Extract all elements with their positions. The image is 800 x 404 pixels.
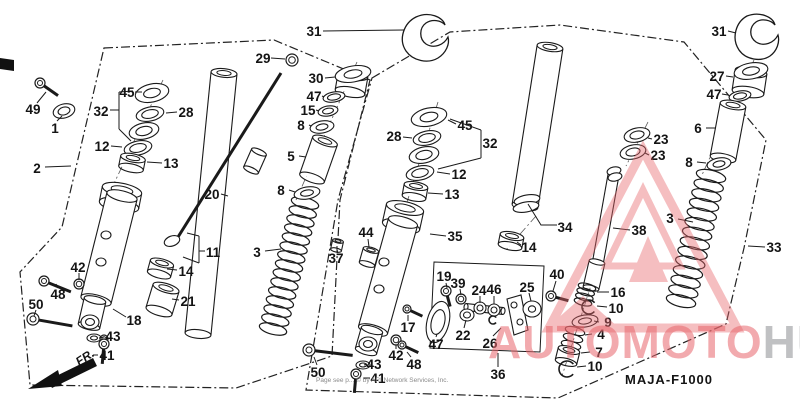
part-label-36: 36 xyxy=(490,367,506,382)
part-label-12: 12 xyxy=(451,167,466,182)
watermark-text: AUTOMOTOHUB xyxy=(488,316,800,368)
part-label-32: 32 xyxy=(93,104,108,119)
part-label-4: 4 xyxy=(597,327,605,342)
watermark-triangle-logo xyxy=(541,140,745,333)
part-label-8: 8 xyxy=(297,118,305,133)
part-label-14: 14 xyxy=(521,240,537,255)
fr-direction-arrow xyxy=(28,357,97,389)
part-label-20: 20 xyxy=(204,187,219,202)
part-label-1: 1 xyxy=(51,121,59,136)
part-label-5: 5 xyxy=(287,149,295,164)
part-label-13: 13 xyxy=(444,187,460,202)
part-label-18: 18 xyxy=(126,313,142,328)
part-label-3: 3 xyxy=(253,245,261,260)
part-label-48: 48 xyxy=(50,287,66,302)
part-label-26: 26 xyxy=(482,336,498,351)
part-label-8: 8 xyxy=(277,183,285,198)
part-label-44: 44 xyxy=(358,225,374,240)
part-label-45: 45 xyxy=(119,85,135,100)
part-label-45: 45 xyxy=(457,118,473,133)
part-number-labels: 4912324528121320111421342485043411831293… xyxy=(25,24,782,386)
part-label-46: 46 xyxy=(486,282,502,297)
part-label-17: 17 xyxy=(400,320,415,335)
part-label-31: 31 xyxy=(711,24,727,39)
part-label-42: 42 xyxy=(388,348,403,363)
part-label-9: 9 xyxy=(604,315,612,330)
part-label-47: 47 xyxy=(706,87,721,102)
part-label-6: 6 xyxy=(694,121,702,136)
part-label-39: 39 xyxy=(450,276,465,291)
watermark: AUTOMOTOHUB xyxy=(488,140,800,368)
fork-parts xyxy=(26,13,780,394)
part-label-10: 10 xyxy=(608,301,623,316)
part-label-50: 50 xyxy=(310,365,325,380)
part-label-40: 40 xyxy=(549,267,564,282)
part-label-38: 38 xyxy=(631,223,647,238)
part-label-43: 43 xyxy=(105,329,121,344)
part-label-31: 31 xyxy=(306,24,322,39)
part-label-50: 50 xyxy=(28,297,43,312)
part-label-32: 32 xyxy=(482,136,497,151)
watermark-text-primary: AUTOMOTO xyxy=(488,316,763,368)
part-label-28: 28 xyxy=(178,105,194,120)
watermark-text-secondary: HUB xyxy=(763,316,800,368)
part-label-48: 48 xyxy=(406,357,422,372)
part-label-12: 12 xyxy=(94,139,109,154)
part-label-47: 47 xyxy=(428,337,443,352)
part-label-21: 21 xyxy=(180,294,196,309)
part-label-37: 37 xyxy=(328,251,343,266)
part-label-3: 3 xyxy=(666,211,674,226)
part-label-13: 13 xyxy=(163,156,179,171)
part-label-25: 25 xyxy=(519,280,535,295)
part-label-34: 34 xyxy=(557,220,573,235)
part-label-8: 8 xyxy=(685,155,693,170)
part-label-29: 29 xyxy=(255,51,270,66)
part-label-49: 49 xyxy=(25,102,40,117)
part-label-41: 41 xyxy=(370,371,386,386)
part-label-24: 24 xyxy=(471,283,487,298)
part-label-16: 16 xyxy=(610,285,626,300)
part-label-7: 7 xyxy=(595,345,603,360)
part-label-30: 30 xyxy=(308,71,323,86)
part-label-15: 15 xyxy=(300,103,316,118)
part-label-23: 23 xyxy=(650,148,666,163)
part-label-23: 23 xyxy=(653,132,669,147)
part-label-47: 47 xyxy=(306,89,321,104)
part-label-33: 33 xyxy=(766,240,782,255)
part-label-41: 41 xyxy=(99,348,115,363)
part-label-14: 14 xyxy=(178,264,194,279)
part-label-28: 28 xyxy=(386,129,402,144)
diagram-code: MAJA-F1000 xyxy=(625,372,713,387)
part-label-43: 43 xyxy=(366,357,382,372)
part-label-11: 11 xyxy=(206,245,221,260)
part-label-10: 10 xyxy=(587,359,602,374)
part-label-2: 2 xyxy=(33,161,41,176)
part-label-19: 19 xyxy=(436,269,451,284)
part-label-27: 27 xyxy=(709,69,724,84)
copyright-line: Page see p... © by ARI Network Services,… xyxy=(316,376,449,384)
part-label-42: 42 xyxy=(70,260,85,275)
part-label-22: 22 xyxy=(455,328,470,343)
part-label-35: 35 xyxy=(447,229,463,244)
